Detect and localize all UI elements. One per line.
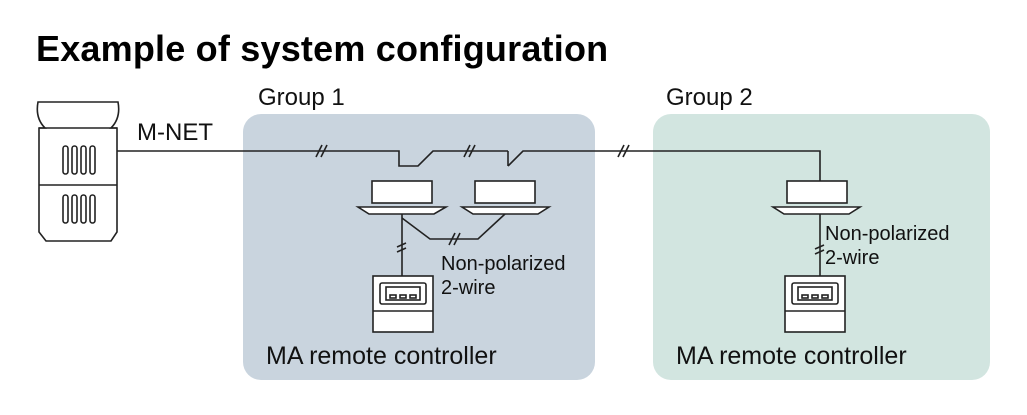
page-title: Example of system configuration — [36, 28, 609, 69]
indoor-unit-2-icon — [459, 180, 552, 215]
group-1-wire-label-line2: 2-wire — [441, 277, 496, 299]
group-2-wire-label: Non-polarized 2-wire — [825, 222, 950, 270]
group-1-wire-label-line1: Non-polarized — [441, 253, 566, 275]
group-2-controller-label: MA remote controller — [676, 342, 907, 370]
ma-wiring-group-1 — [401, 213, 506, 276]
group-1-area — [243, 114, 595, 380]
group-1-wire-label: Non-polarized 2-wire — [441, 252, 566, 300]
group-1-controller-label: MA remote controller — [266, 342, 497, 370]
group-2-wire-label-line2: 2-wire — [825, 247, 880, 269]
indoor-unit-3-icon — [770, 180, 863, 215]
outdoor-unit-icon — [36, 101, 120, 242]
group-2-wire-label-line1: Non-polarized — [825, 223, 950, 245]
ma-remote-controller-2-icon — [784, 275, 846, 333]
indoor-unit-1-icon — [355, 180, 449, 215]
m-net-line — [117, 150, 821, 181]
group-2-label: Group 2 — [666, 84, 753, 111]
group-1-label: Group 1 — [258, 84, 345, 111]
m-net-label: M-NET — [137, 119, 213, 146]
group-2-area — [653, 114, 990, 380]
ma-remote-controller-1-icon — [372, 275, 434, 333]
